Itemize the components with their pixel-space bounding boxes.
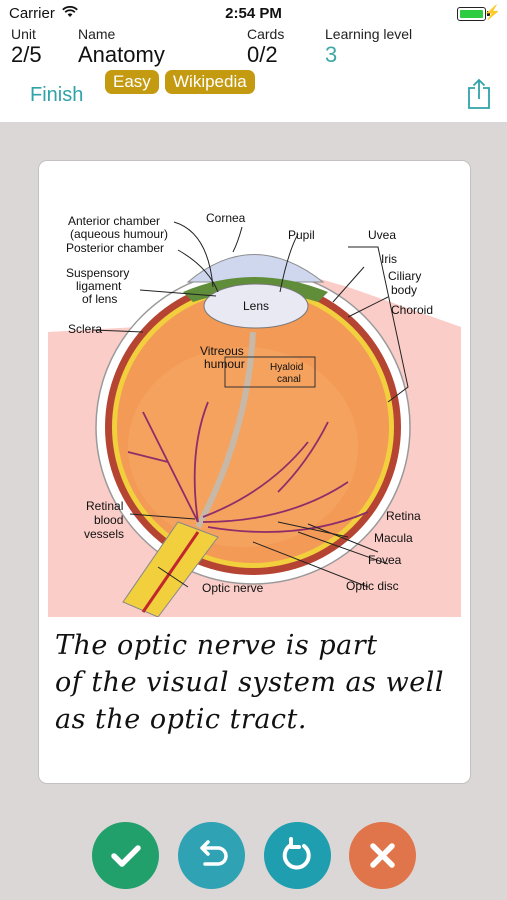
refresh-icon — [282, 837, 311, 870]
label-fovea: Fovea — [368, 553, 402, 567]
note-line: of the visual system as well — [55, 667, 444, 698]
label-vessels: vessels — [84, 527, 124, 541]
label-canal: canal — [277, 374, 301, 385]
label-humour: humour — [204, 357, 245, 371]
label-of-lens: of lens — [82, 292, 117, 306]
label-body: body — [391, 283, 417, 297]
label-iris: Iris — [381, 252, 397, 266]
label-retinal: Retinal — [86, 499, 123, 513]
label-anterior-chamber: Anterior chamber — [68, 214, 160, 228]
label-sclera: Sclera — [68, 322, 102, 336]
wifi-icon — [62, 6, 78, 17]
level-label: Learning level — [325, 26, 413, 42]
label-ligament: ligament — [76, 279, 122, 293]
name-label: Name — [78, 26, 116, 42]
label-pupil: Pupil — [288, 228, 315, 242]
checkmark-icon — [111, 845, 141, 867]
undo-button[interactable] — [178, 822, 245, 889]
label-posterior-chamber: Posterior chamber — [66, 241, 164, 255]
label-retina: Retina — [386, 509, 421, 523]
label-cornea: Cornea — [206, 211, 246, 225]
charging-icon: ⚡ — [483, 4, 501, 20]
name-value: Anatomy — [78, 42, 165, 67]
carrier-label: Carrier — [9, 5, 55, 22]
label-ciliary: Ciliary — [388, 269, 421, 283]
retry-button[interactable] — [264, 822, 331, 889]
label-optic-nerve: Optic nerve — [202, 581, 264, 595]
cards-label: Cards — [247, 26, 285, 42]
finish-button[interactable]: Finish — [30, 84, 84, 106]
label-optic-disc: Optic disc — [346, 579, 399, 593]
label-vitreous: Vitreous — [200, 344, 244, 358]
status-time: 2:54 PM — [225, 5, 282, 22]
label-hyaloid: Hyaloid — [270, 362, 303, 373]
undo-icon — [200, 840, 228, 866]
note-line: The optic nerve is part — [55, 630, 378, 661]
battery-tip — [487, 11, 490, 16]
close-icon — [370, 843, 395, 868]
label-lens: Lens — [243, 299, 269, 313]
label-macula: Macula — [374, 531, 413, 545]
top-bar: Carrier 2:54 PM ⚡ Unit 2/5 Name Anatomy … — [0, 0, 507, 122]
label-blood: blood — [94, 513, 123, 527]
share-icon[interactable] — [466, 78, 492, 110]
cards-value: 0/2 — [247, 42, 278, 67]
wrong-button[interactable] — [349, 822, 416, 889]
card-note: The optic nerve is part of the visual sy… — [55, 627, 455, 738]
correct-button[interactable] — [92, 822, 159, 889]
unit-label: Unit — [11, 26, 36, 42]
label-suspensory: Suspensory — [66, 266, 129, 280]
unit-value: 2/5 — [11, 42, 42, 67]
label-aqueous-humour: (aqueous humour) — [70, 227, 168, 241]
note-line: as the optic tract. — [55, 704, 307, 735]
status-bar: Carrier 2:54 PM ⚡ — [0, 0, 507, 26]
tag-easy[interactable]: Easy — [105, 70, 159, 94]
level-value: 3 — [325, 42, 338, 67]
flashcard[interactable]: Anterior chamber (aqueous humour) Poster… — [38, 160, 471, 784]
tag-wikipedia[interactable]: Wikipedia — [165, 70, 255, 94]
battery-icon — [457, 7, 486, 21]
label-uvea: Uvea — [368, 228, 396, 242]
eye-diagram: Anterior chamber (aqueous humour) Poster… — [48, 192, 461, 617]
label-choroid: Choroid — [391, 303, 433, 317]
